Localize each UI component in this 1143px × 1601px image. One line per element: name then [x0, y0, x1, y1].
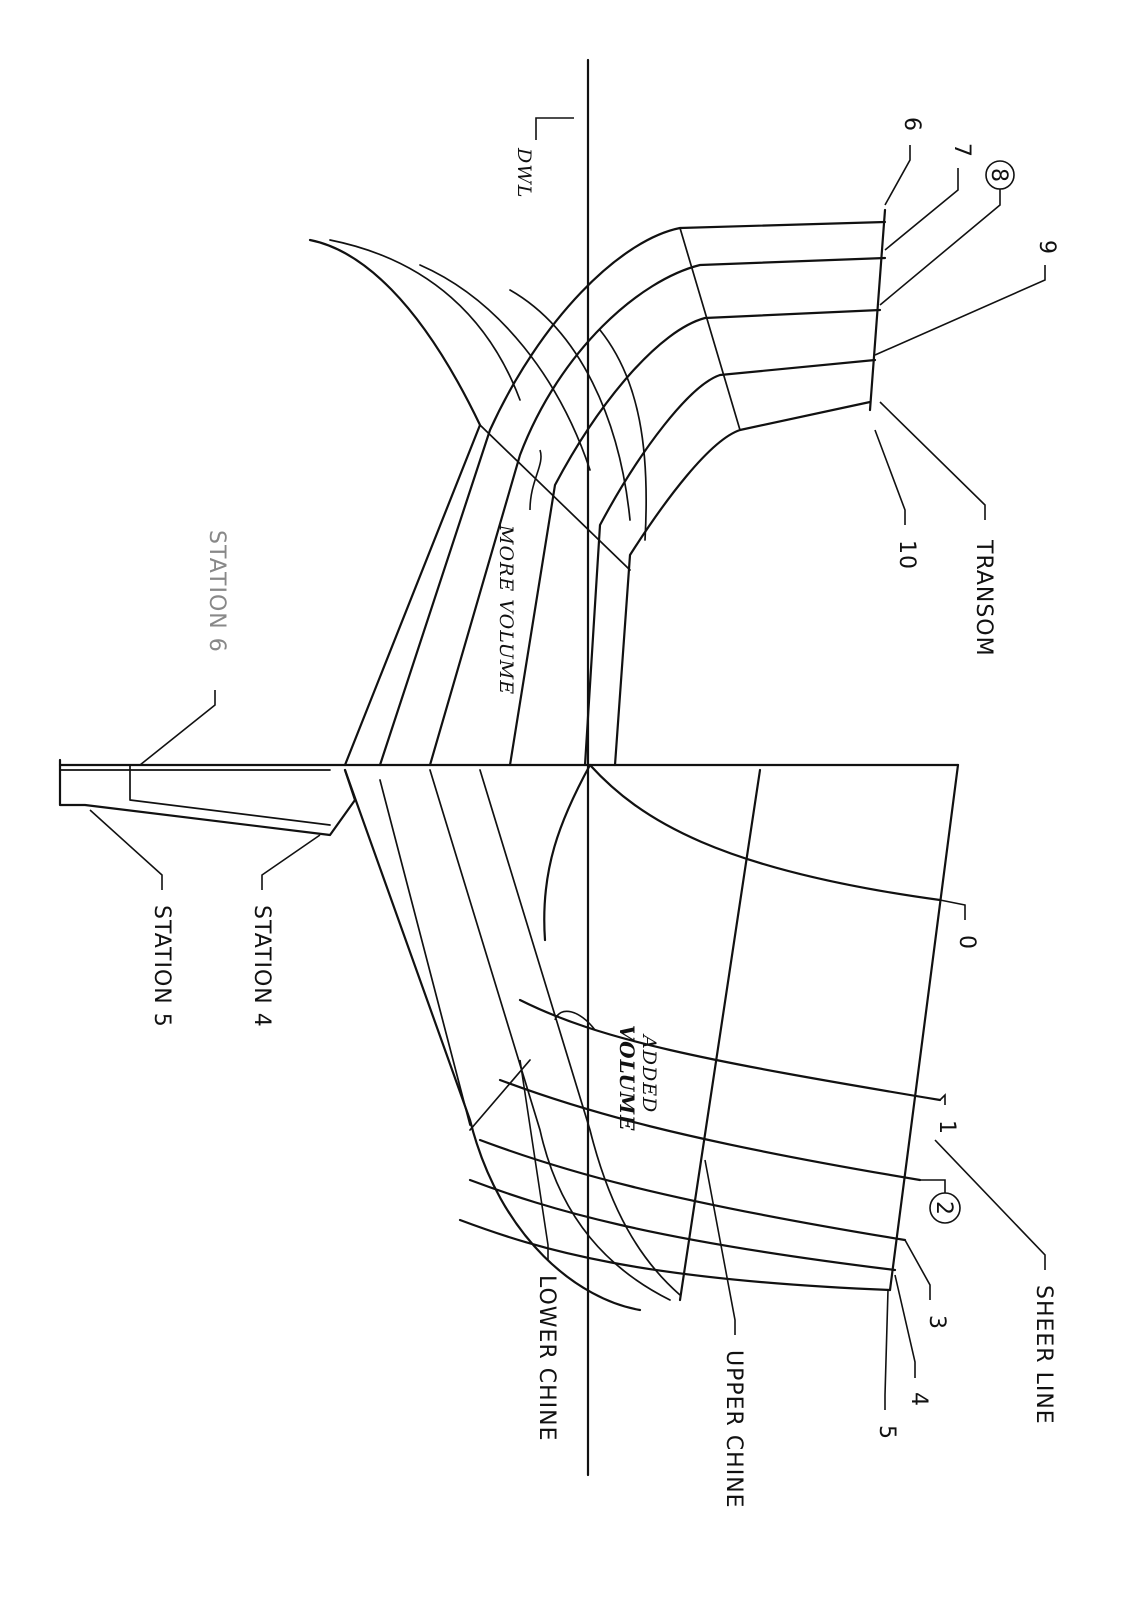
fwd-station-label-5: 5 [874, 1425, 899, 1440]
stem-inner-1 [129, 764, 331, 826]
fwd-section-c [479, 769, 681, 1296]
fwd-station-4 [468, 1178, 897, 1272]
station-4-label: STATION 4 [249, 905, 274, 1028]
dwl-leader [535, 117, 574, 140]
fwd-station-1 [518, 998, 942, 1102]
station-6-label: STATION 6 [204, 530, 229, 653]
transom-label: TRANSOM [971, 539, 996, 657]
aft-stations-group [308, 208, 887, 767]
stem-outline [58, 758, 357, 837]
fwd-stations-group [343, 763, 960, 1312]
fwd-station-label-4: 4 [906, 1392, 931, 1407]
fwd-sheer-edge [888, 763, 960, 1292]
fwd-station-labels: 0 1 2 3 4 5 [874, 899, 979, 1440]
fwd-station-label-2: 2 [931, 1201, 956, 1216]
fwd-station-label-1: 1 [934, 1120, 959, 1135]
aft-station-label-8: 8 [986, 168, 1011, 183]
dwl-label: DWL [513, 147, 535, 198]
fwd-station-3 [478, 1138, 907, 1242]
more-volume-arrow [529, 449, 542, 511]
aft-bilge-4 [599, 329, 648, 541]
lower-chine-leader [519, 1059, 549, 1260]
fwd-section-a [379, 779, 471, 1126]
aft-station-labels: 6 7 8 9 10 [874, 117, 1059, 570]
fwd-upper-chine [678, 768, 762, 1302]
fwd-station-label-0: 0 [954, 935, 979, 950]
aft-station-label-10: 10 [894, 540, 919, 570]
fwd-keel-line [343, 768, 642, 1312]
station-5-label: STATION 5 [149, 905, 174, 1028]
fwd-station-label-3: 3 [924, 1315, 949, 1330]
aft-station-label-9: 9 [1034, 240, 1059, 255]
stem-stack [58, 758, 357, 837]
added-volume-arrow [554, 1010, 596, 1031]
more-volume-label: MORE VOLUME [495, 524, 517, 695]
fwd-station-2 [498, 1078, 922, 1182]
aft-keel-line [308, 238, 482, 767]
fwd-station-5 [458, 1218, 892, 1292]
fwd-section-b [429, 769, 671, 1301]
volume-label: VOLUME [615, 1025, 639, 1131]
aft-station-9 [583, 358, 877, 767]
fwd-bilge-curve [543, 763, 592, 942]
upper-chine-leader [704, 1159, 736, 1335]
aft-lower-chine [479, 424, 631, 571]
sheer-line-label: SHEER LINE [1031, 1285, 1056, 1425]
aft-station-label-6: 6 [899, 117, 924, 132]
aft-station-8 [508, 308, 882, 767]
transom-edge [868, 208, 887, 412]
aft-station-6 [378, 220, 887, 767]
aft-bilge-3 [509, 289, 631, 521]
sheer-line-leader [934, 1139, 1046, 1270]
aft-station-7 [428, 256, 887, 767]
upper-chine-label: UPPER CHINE [721, 1350, 746, 1509]
fwd-lower-chine [469, 1059, 531, 1131]
transom-leader [879, 401, 986, 520]
aft-bilge-2 [419, 264, 591, 471]
aft-station-label-7: 7 [949, 143, 974, 158]
lower-chine-label: LOWER CHINE [534, 1275, 559, 1441]
added-label: ADDED [638, 1033, 660, 1113]
fwd-station-0 [588, 763, 942, 902]
aft-upper-chine [679, 227, 741, 431]
aft-station-10 [613, 400, 872, 767]
aft-bilge-1 [329, 239, 521, 401]
